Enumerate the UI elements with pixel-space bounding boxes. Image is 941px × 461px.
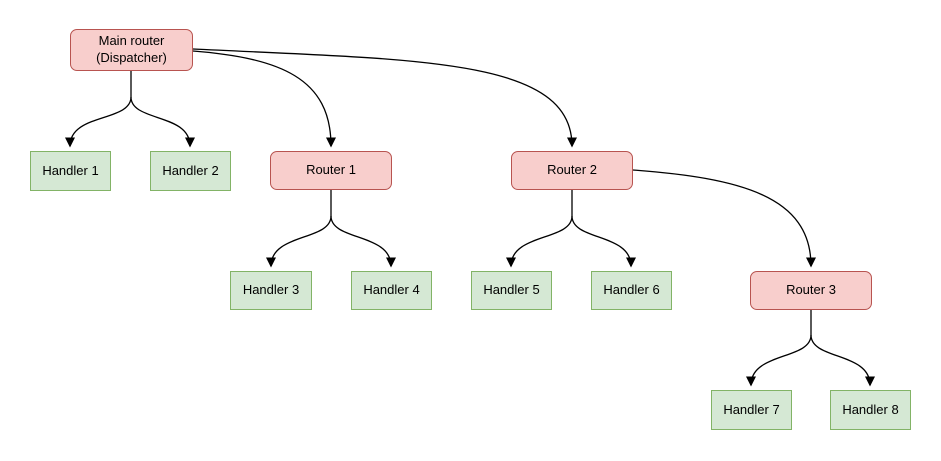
node-handler-1: Handler 1 (30, 151, 111, 191)
node-handler-8-label: Handler 8 (842, 401, 899, 417)
edge-main-to-router1 (192, 50, 336, 148)
edge-main-to-handler1 (65, 96, 132, 148)
node-router-3-label: Router 3 (786, 282, 836, 298)
node-handler-6-label: Handler 6 (603, 282, 660, 298)
node-router-2-label: Router 2 (547, 162, 597, 178)
node-handler-1-label: Handler 1 (42, 162, 99, 178)
node-handler-5: Handler 5 (471, 271, 552, 310)
edge-router3-to-handler7 (746, 334, 812, 387)
node-router-1-label: Router 1 (306, 162, 356, 178)
node-main-router-label-line2: (Dispatcher) (96, 50, 167, 65)
node-router-2: Router 2 (511, 151, 633, 190)
node-handler-5-label: Handler 5 (483, 282, 540, 298)
node-handler-4: Handler 4 (351, 271, 432, 310)
node-router-1: Router 1 (270, 151, 392, 190)
edge-router2-to-handler6 (571, 215, 636, 268)
edge-main-to-router2 (192, 48, 577, 148)
node-handler-8: Handler 8 (830, 390, 911, 430)
node-main-router-label-line1: Main router (98, 33, 165, 49)
edge-router1-to-handler4 (330, 215, 396, 268)
edge-router2-to-router3 (632, 169, 816, 268)
edge-router1-to-handler3 (266, 215, 332, 268)
node-handler-7-label: Handler 7 (723, 401, 780, 417)
node-handler-4-label: Handler 4 (363, 282, 420, 298)
node-handler-2-label: Handler 2 (162, 162, 219, 178)
node-handler-7: Handler 7 (711, 390, 792, 430)
node-handler-3: Handler 3 (230, 271, 312, 310)
edge-main-to-handler2 (130, 96, 195, 148)
edge-router3-to-handler8 (810, 334, 875, 387)
node-handler-3-label: Handler 3 (242, 282, 300, 298)
node-handler-6: Handler 6 (591, 271, 672, 310)
edge-router2-to-handler5 (506, 215, 573, 268)
node-main-router: Main router (Dispatcher) (70, 29, 193, 71)
node-router-3: Router 3 (750, 271, 872, 310)
node-handler-2: Handler 2 (150, 151, 231, 191)
